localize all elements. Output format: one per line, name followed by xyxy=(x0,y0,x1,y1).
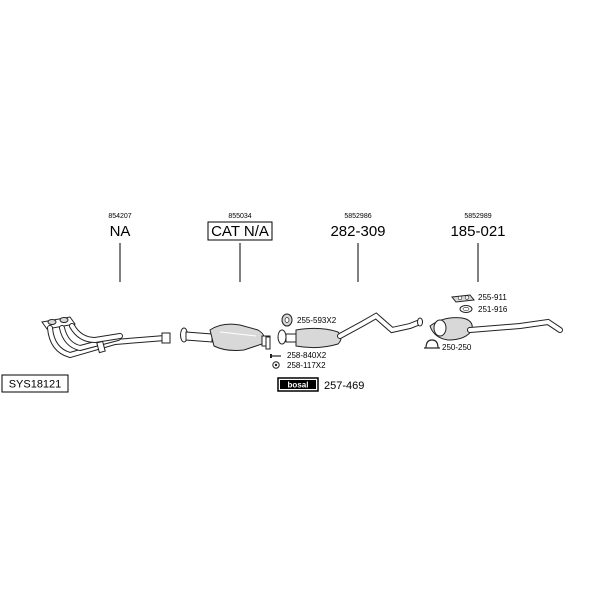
bosal-logo xyxy=(280,380,316,389)
catalyst-group: 855034 CAT N/A xyxy=(180,213,273,351)
hanger-icon xyxy=(451,294,475,303)
catalyst-part-box xyxy=(207,221,273,241)
system-code-box xyxy=(1,374,69,393)
bosal-logo-text: bosal xyxy=(288,381,309,390)
nut-label: 258-117X2 xyxy=(287,361,326,370)
clamp-icon xyxy=(425,339,439,349)
centre-silencer-reference: 5852986 xyxy=(344,213,371,220)
system-code: SYS18121 xyxy=(1,374,69,393)
centre-silencer-group: 5852986 282-309 xyxy=(277,213,423,349)
hanger-label: 255-911 xyxy=(478,293,507,302)
gasket-label: 251-916 xyxy=(478,305,508,314)
catalyst-part-number[interactable]: CAT N/A xyxy=(211,223,269,240)
hanger-accessory[interactable]: 255-911 xyxy=(451,293,507,303)
rubber-mount-label: 255-593X2 xyxy=(297,316,337,325)
bosal-kit[interactable]: bosal 257-469 xyxy=(277,377,364,392)
system-code-label: SYS18121 xyxy=(9,379,62,391)
front-pipe-reference: 854207 xyxy=(108,213,131,220)
rubber-mount-accessory[interactable]: 255-593X2 xyxy=(281,313,337,327)
front-pipe-drawing[interactable] xyxy=(41,316,171,359)
rear-silencer-drawing[interactable] xyxy=(429,317,563,341)
bolt-label: 258-840X2 xyxy=(287,351,327,360)
clamp-label: 250-250 xyxy=(442,343,472,352)
front-pipe-group: 854207 NA xyxy=(41,213,171,359)
rear-silencer-reference: 5852989 xyxy=(464,213,491,220)
bosal-kit-part-number: 257-469 xyxy=(324,380,364,392)
nut-accessory[interactable]: 258-117X2 xyxy=(272,361,326,370)
rear-silencer-group: 5852989 185-021 xyxy=(429,213,563,341)
gasket-accessory[interactable]: 251-916 xyxy=(459,305,508,314)
front-pipe-part-number[interactable]: NA xyxy=(110,223,131,240)
rear-silencer-part-number[interactable]: 185-021 xyxy=(450,223,505,240)
centre-silencer-part-number[interactable]: 282-309 xyxy=(330,223,385,240)
bolt-accessory[interactable]: 258-840X2 xyxy=(270,351,327,360)
centre-silencer-drawing[interactable] xyxy=(277,312,423,349)
clamp-accessory[interactable]: 250-250 xyxy=(424,339,472,352)
catalyst-reference: 855034 xyxy=(228,213,251,220)
catalyst-drawing[interactable] xyxy=(180,323,271,351)
